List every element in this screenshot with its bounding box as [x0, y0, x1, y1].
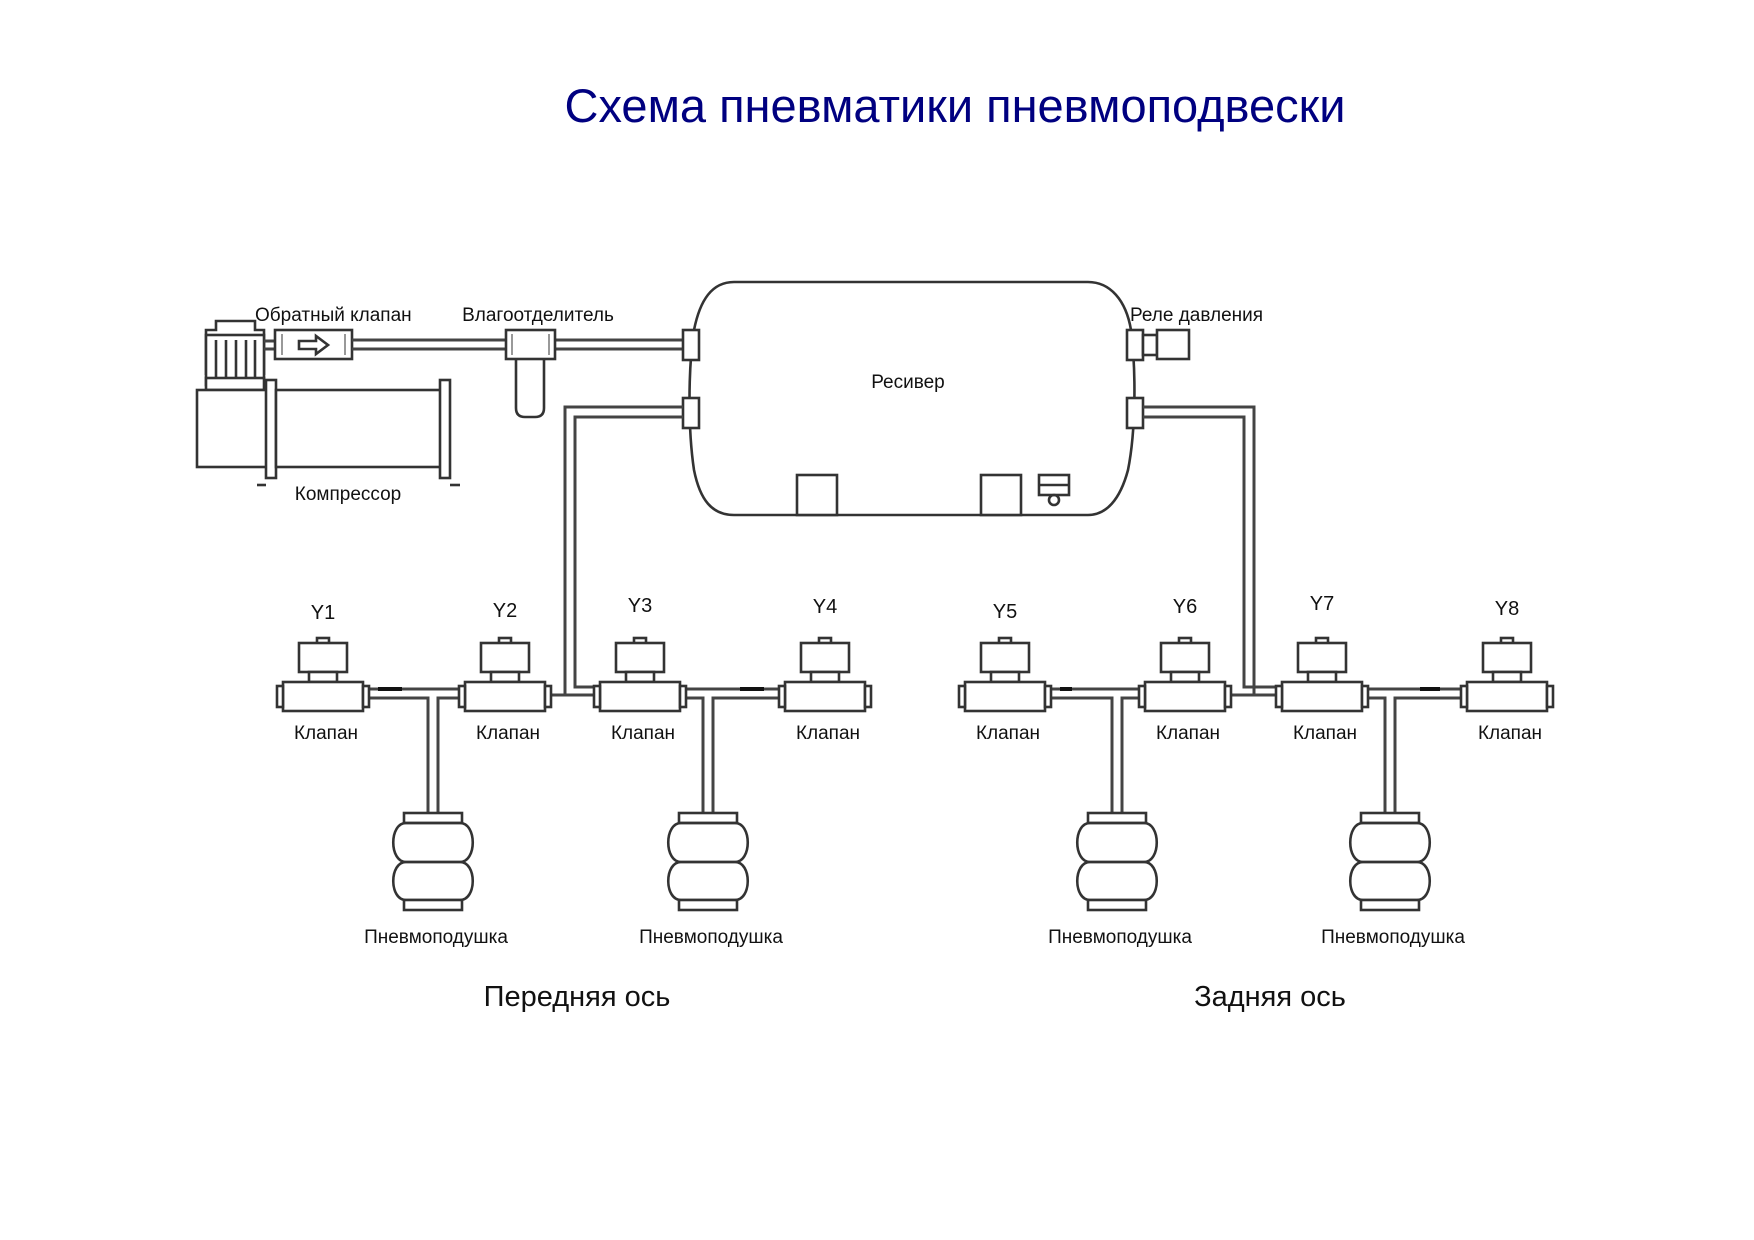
valves: Y1КлапанY2КлапанY3КлапанY4КлапанY5Клапан…	[275, 593, 1555, 744]
compressor-label: Компрессор	[295, 484, 401, 505]
arrow-right-icon	[297, 333, 331, 357]
check-valve-label: Обратный клапан	[255, 305, 412, 326]
solenoid-coil	[614, 641, 666, 674]
solenoid-coil	[1159, 641, 1211, 674]
compressor: Компрессор	[195, 319, 460, 505]
moisture-separator-label: Влагоотделитель	[462, 305, 614, 326]
moisture-separator: Влагоотделитель	[462, 305, 614, 419]
valve-id-label: Y2	[493, 600, 517, 622]
valve-body	[598, 680, 682, 713]
rear-axle-pipes	[1050, 687, 1462, 815]
receiver: Ресивер	[681, 280, 1145, 517]
page-title: Схема пневматики пневмоподвески	[565, 79, 1346, 132]
solenoid-coil	[979, 641, 1031, 674]
valve-body	[1143, 680, 1227, 713]
check-valve: Обратный клапан	[255, 305, 412, 361]
valve-body	[1465, 680, 1549, 713]
valve-body	[463, 680, 547, 713]
airbag-label: Пневмоподушка	[639, 927, 783, 948]
valve-label: Клапан	[611, 723, 675, 744]
rear-axle-label: Задняя ось	[1194, 981, 1346, 1013]
front-axle-label: Передняя ось	[484, 981, 671, 1013]
airbag: Пневмоподушка	[1048, 811, 1192, 948]
solenoid-coil	[297, 641, 349, 674]
pressure-relay: Реле давления	[1130, 305, 1263, 361]
valve-label: Клапан	[976, 723, 1040, 744]
valve-label: Клапан	[294, 723, 358, 744]
valve-label: Клапан	[1478, 723, 1542, 744]
solenoid-coil	[799, 641, 851, 674]
airbag-label: Пневмоподушка	[1048, 927, 1192, 948]
solenoid-coil	[1481, 641, 1533, 674]
solenoid-coil	[1296, 641, 1348, 674]
solenoid-coil	[479, 641, 531, 674]
valve-id-label: Y3	[628, 595, 652, 617]
valve-label: Клапан	[476, 723, 540, 744]
airbag-label: Пневмоподушка	[1321, 927, 1465, 948]
valve-label: Клапан	[1293, 723, 1357, 744]
valve-id-label: Y8	[1495, 598, 1519, 620]
valve-body	[963, 680, 1047, 713]
valve-label: Клапан	[1156, 723, 1220, 744]
valve-body	[281, 680, 365, 713]
airbag: Пневмоподушка	[364, 811, 508, 948]
pressure-relay-label: Реле давления	[1130, 305, 1263, 326]
front-axle-pipes	[368, 687, 780, 815]
valve-id-label: Y5	[993, 601, 1017, 623]
valve-id-label: Y7	[1310, 593, 1334, 615]
valve-id-label: Y6	[1173, 596, 1197, 618]
valve-body	[1280, 680, 1364, 713]
airbag-label: Пневмоподушка	[364, 927, 508, 948]
valve-body	[783, 680, 867, 713]
valve-label: Клапан	[796, 723, 860, 744]
receiver-label: Ресивер	[871, 372, 945, 393]
valve-id-label: Y1	[311, 602, 335, 624]
airbag: Пневмоподушка	[1321, 811, 1465, 948]
valve-id-label: Y4	[813, 596, 837, 618]
airbag: Пневмоподушка	[639, 811, 783, 948]
airbags: Пневмоподушка Пневмоподушка Пневмоподушка П…	[364, 811, 1465, 948]
